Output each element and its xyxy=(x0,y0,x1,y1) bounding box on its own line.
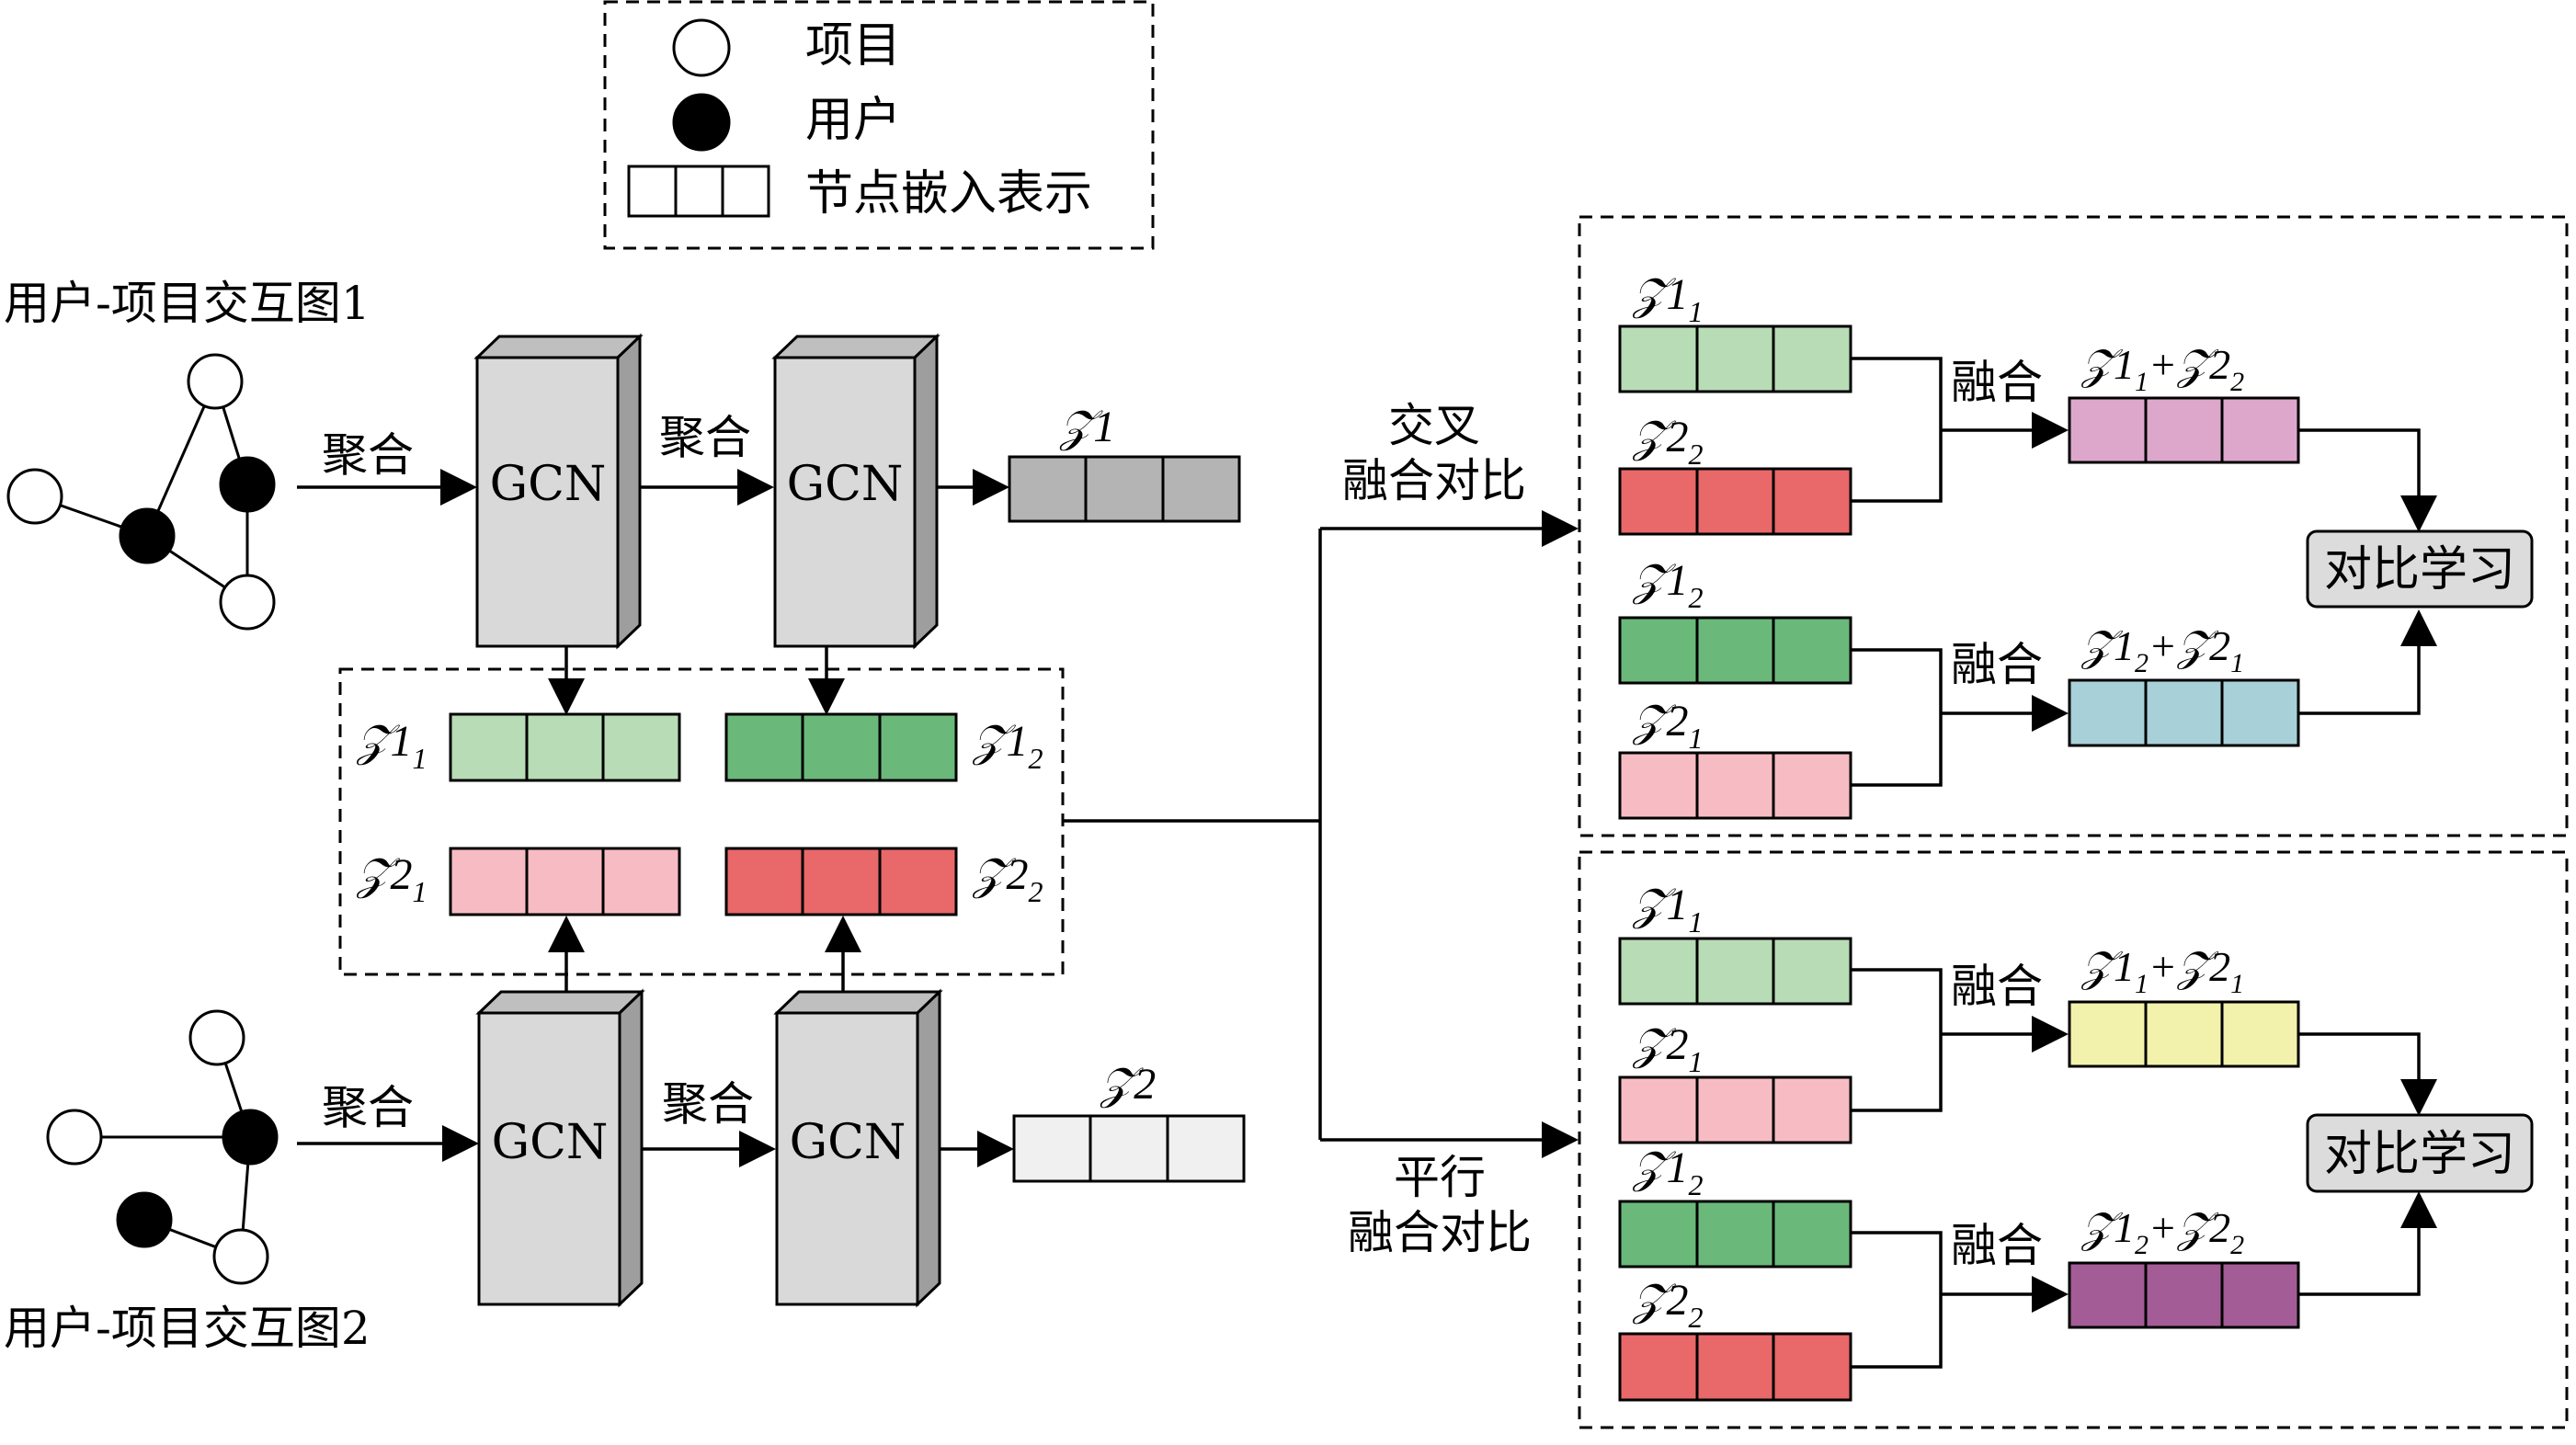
cross-b-embedding xyxy=(2068,678,2300,747)
z1-output-embedding xyxy=(1008,455,1241,523)
branch-connector xyxy=(1063,510,1579,1158)
legend-border xyxy=(603,0,1155,250)
par-z1-2-label: 𝒵12 xyxy=(1632,1143,1704,1201)
legend: 项目 用户 节点嵌入表示 xyxy=(603,0,1155,250)
z2-2-embedding xyxy=(724,847,958,916)
par-z2-1-label: 𝒵21 xyxy=(1632,1020,1704,1078)
gcn-block-top-1: GCN xyxy=(473,333,644,650)
gcn-label: GCN xyxy=(790,1115,906,1170)
cross-z2-2-label: 𝒵22 xyxy=(1632,413,1704,471)
cross-fusion-box xyxy=(1578,215,2569,837)
parallel-fusion-box xyxy=(1578,850,2569,1429)
z2-output-label: 𝒵2 xyxy=(1100,1060,1157,1109)
interaction-graph-1 xyxy=(6,353,276,631)
z1-output-label: 𝒵1 xyxy=(1059,403,1116,451)
item-node xyxy=(188,1009,245,1066)
gcn-label: GCN xyxy=(492,1115,609,1170)
z2-2-label: 𝒵22 xyxy=(972,850,1043,908)
gcn-block-bottom-1: GCN xyxy=(475,988,645,1308)
z2-1-label: 𝒵21 xyxy=(356,850,427,908)
cross-b-label: 𝒵12+𝒵21 xyxy=(2080,622,2244,678)
user-node xyxy=(222,1109,279,1166)
user-node xyxy=(119,507,176,564)
legend-item-label: 项目 xyxy=(805,18,901,74)
parallel-branch-label-1: 平行 xyxy=(1394,1151,1486,1204)
z1-2-label: 𝒵12 xyxy=(972,717,1043,775)
cross-a-label: 𝒵11+𝒵22 xyxy=(2080,341,2244,397)
par-z2-1-embedding xyxy=(1618,1075,1852,1144)
item-node-icon xyxy=(672,18,731,77)
item-node xyxy=(46,1109,103,1166)
cross-z1-1-embedding xyxy=(1618,324,1852,393)
par-z1-1-label: 𝒵11 xyxy=(1632,881,1704,939)
fuse-connector xyxy=(1851,968,2069,1112)
z2-1-embedding xyxy=(449,847,681,916)
z1-2-embedding xyxy=(724,712,958,782)
contrast-connector xyxy=(2298,1032,2437,1296)
aggregate-label: 聚合 xyxy=(322,428,414,482)
user-node xyxy=(219,456,276,513)
par-b-label: 𝒵12+𝒵22 xyxy=(2080,1204,2244,1260)
legend-embedding-label: 节点嵌入表示 xyxy=(805,166,1092,222)
user-node-icon xyxy=(672,93,731,152)
cross-z2-2-embedding xyxy=(1618,467,1852,536)
gcn-label: GCN xyxy=(490,457,607,512)
par-z2-2-embedding xyxy=(1618,1332,1852,1402)
cross-a-embedding xyxy=(2068,396,2300,464)
par-a-embedding xyxy=(2068,1000,2300,1068)
cross-z1-2-label: 𝒵12 xyxy=(1632,556,1704,614)
cross-branch-label-1: 交叉 xyxy=(1388,399,1480,452)
par-a-label: 𝒵11+𝒵21 xyxy=(2080,943,2244,999)
contrast-label: 对比学习 xyxy=(2324,542,2515,597)
aggregate-label: 聚合 xyxy=(659,411,751,464)
aggregate-label: 聚合 xyxy=(322,1081,414,1134)
cross-z2-1-label: 𝒵21 xyxy=(1632,697,1704,755)
fuse-connector xyxy=(1851,357,2069,503)
cross-z2-1-embedding xyxy=(1618,751,1852,820)
par-z2-2-label: 𝒵22 xyxy=(1632,1276,1704,1334)
z1-1-label: 𝒵11 xyxy=(356,717,427,775)
fuse-connector xyxy=(1851,1231,2069,1369)
item-node xyxy=(212,1228,269,1285)
par-z1-1-embedding xyxy=(1618,937,1852,1006)
cross-z1-2-embedding xyxy=(1618,616,1852,685)
embedding-icon xyxy=(627,165,770,218)
gcn-label: GCN xyxy=(787,457,904,512)
legend-user-label: 用户 xyxy=(805,93,901,148)
fuse-label: 融合 xyxy=(1951,356,2043,409)
z1-1-embedding xyxy=(449,712,681,782)
cross-z1-1-label: 𝒵11 xyxy=(1632,270,1704,328)
parallel-branch-label-2: 融合对比 xyxy=(1348,1206,1532,1259)
z2-output-embedding xyxy=(1012,1114,1246,1183)
interaction-graph-2 xyxy=(46,1009,279,1285)
item-node xyxy=(6,468,63,525)
fuse-label: 融合 xyxy=(1951,638,2043,691)
item-node xyxy=(187,353,244,410)
fuse-label: 融合 xyxy=(1951,1219,2043,1272)
contrast-learning-box-parallel: 对比学习 xyxy=(2306,1113,2534,1193)
contrast-label: 对比学习 xyxy=(2324,1127,2515,1182)
fuse-label: 融合 xyxy=(1951,960,2043,1013)
cross-branch-label-2: 融合对比 xyxy=(1342,454,1526,507)
fuse-connector xyxy=(1851,648,2069,787)
aggregate-label: 聚合 xyxy=(662,1077,754,1131)
user-node xyxy=(116,1191,173,1248)
gcn-block-bottom-2: GCN xyxy=(773,988,943,1308)
item-node xyxy=(219,574,276,631)
graph2-title: 用户-项目交互图2 xyxy=(4,1302,370,1355)
graph1-title: 用户-项目交互图1 xyxy=(4,277,370,330)
contrast-connector xyxy=(2298,428,2437,715)
gcn-block-top-2: GCN xyxy=(771,333,940,650)
par-b-embedding xyxy=(2068,1261,2300,1329)
par-z1-2-embedding xyxy=(1618,1200,1852,1269)
contrast-learning-box-cross: 对比学习 xyxy=(2306,529,2534,609)
